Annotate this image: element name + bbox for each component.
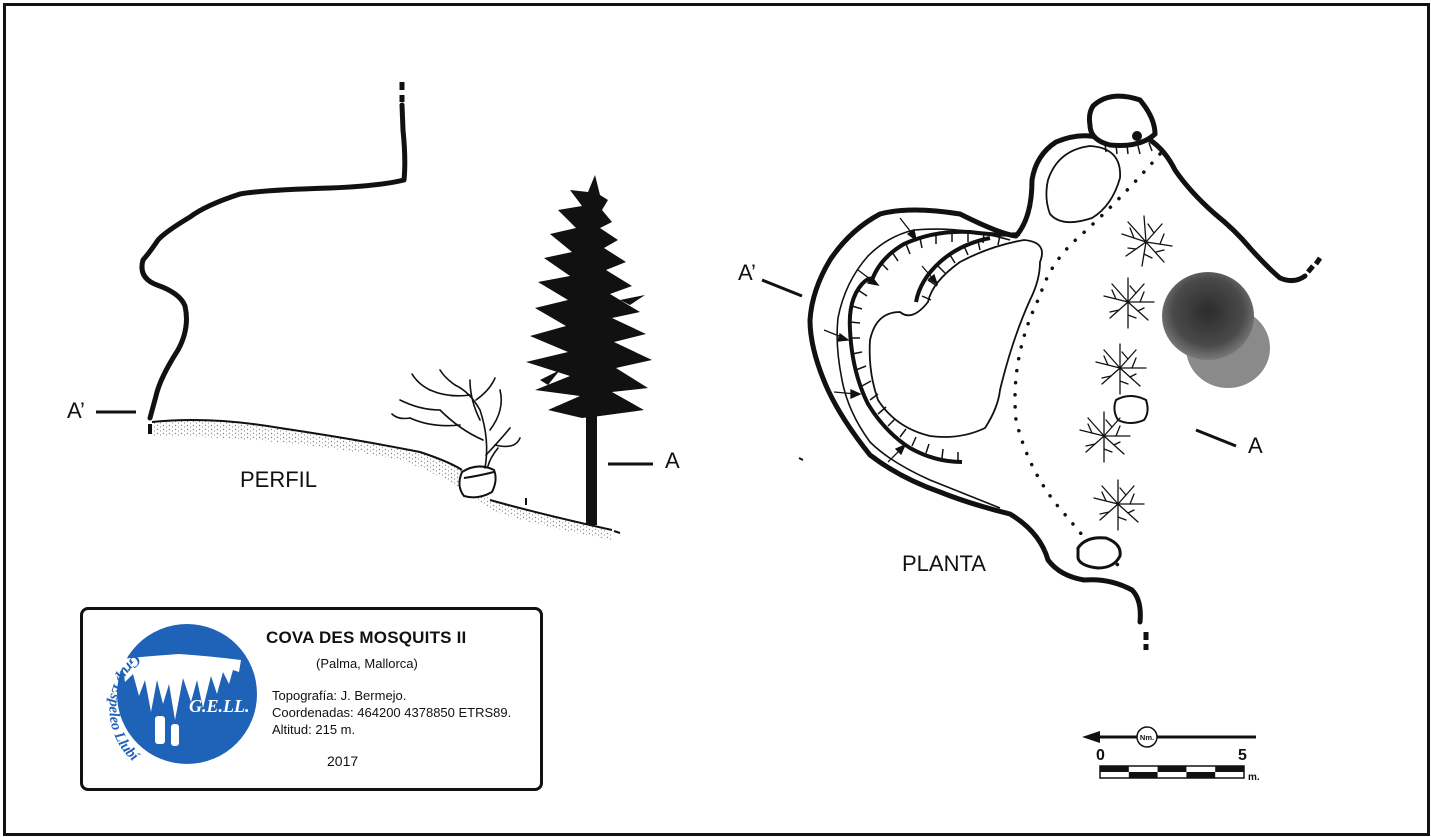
profile-rock [458, 465, 497, 499]
plan-label-a: A [1248, 433, 1263, 458]
plan-section: A’ A PLANTA [738, 93, 1323, 650]
north-arrow-head [1082, 731, 1100, 743]
north-badge [1136, 726, 1158, 748]
scale-start: 0 [1096, 747, 1105, 764]
plan-inner-drop-edge [914, 236, 991, 303]
profile-slope-line [489, 499, 613, 531]
cave-location: (Palma, Mallorca) [316, 656, 418, 671]
logo-stalactites [121, 654, 241, 720]
plan-outer-wall [807, 133, 1308, 625]
logo-initials: G.E.LL. [189, 696, 250, 716]
coordinates: Coordenadas: 464200 4378850 ETRS89. [272, 705, 512, 720]
logo-disc [117, 624, 257, 764]
plan-drop-edge-3 [848, 329, 963, 464]
plan-dripline [1013, 152, 1162, 572]
plan-top-chamber [1086, 93, 1158, 148]
scale-bar: Nm. 0 5 m. [1082, 726, 1260, 783]
topography-credit: Topografía: J. Bermejo. [272, 688, 407, 703]
cave-title: COVA DES MOSQUITS II [266, 628, 467, 647]
plan-top-ticks [1104, 142, 1153, 155]
plan-boulder [1113, 395, 1149, 424]
plan-slope-arrows [823, 217, 939, 463]
title-block: G.E.LL. Grup Espeleo Llubí COVA DES MOSQ… [80, 607, 543, 791]
plan-section-mark-a-prime [761, 278, 803, 298]
plan-shaft-dot [1132, 131, 1142, 141]
plan-shrub-5 [1093, 479, 1145, 531]
profile-section: A’ A PERFIL [67, 82, 680, 540]
profile-label-a: A [665, 448, 680, 473]
plan-shrub-3 [1095, 343, 1147, 395]
plan-tree-canopy [1162, 272, 1270, 388]
plan-hachures [849, 232, 1001, 461]
profile-shrub [391, 369, 521, 469]
profile-title: PERFIL [240, 467, 317, 492]
plan-shrub-4 [1079, 411, 1131, 463]
profile-cave-wall [139, 102, 408, 421]
plan-shrubs [1079, 215, 1173, 531]
plan-upper-loop [1045, 145, 1121, 224]
plan-shrub-2 [1103, 277, 1155, 329]
profile-label-a-prime: A’ [67, 398, 85, 423]
plan-lower-chamber [1076, 536, 1122, 570]
altitude: Altitud: 215 m. [272, 722, 356, 737]
profile-sediment [152, 420, 612, 540]
plan-section-mark-a [1195, 428, 1237, 448]
north-label: Nm. [1140, 733, 1154, 742]
profile-ground-line [151, 419, 463, 471]
gell-logo: G.E.LL. Grup Espeleo Llubí [105, 624, 257, 766]
survey-year: 2017 [327, 753, 359, 769]
plan-central-pit [868, 239, 1043, 438]
scale-end: 5 [1238, 747, 1247, 764]
plan-shrub-1 [1121, 215, 1173, 267]
scale-unit: m. [1248, 772, 1260, 783]
profile-pine-tree [526, 175, 652, 525]
plan-label-a-prime: A’ [738, 260, 756, 285]
plan-title: PLANTA [902, 551, 986, 576]
